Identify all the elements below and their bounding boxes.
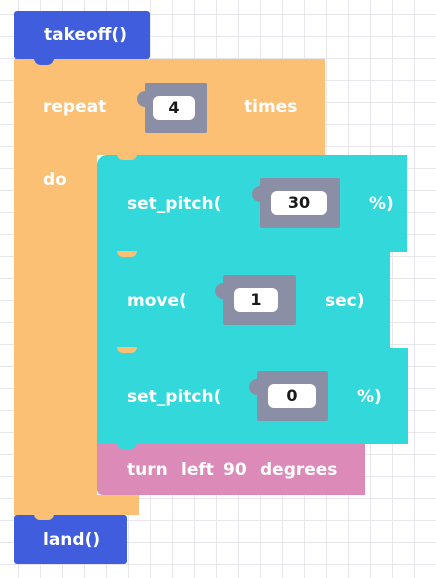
repeat-count-slot: 4 xyxy=(137,83,207,133)
times-label: times xyxy=(244,97,298,117)
repeat-block-arm: do xyxy=(14,155,97,515)
repeat-block[interactable]: repeat 4 times xyxy=(14,59,325,155)
set-pitch-block-2[interactable]: set_pitch( 0 %) xyxy=(97,347,408,450)
land-label: land() xyxy=(43,530,101,550)
turn-unit: degrees xyxy=(260,460,338,480)
repeat-count-field[interactable]: 4 xyxy=(153,96,195,120)
turn-angle[interactable]: 90 xyxy=(223,460,247,480)
land-block[interactable]: land() xyxy=(14,514,127,564)
percent-label-1: %) xyxy=(369,194,394,214)
sec-label: sec) xyxy=(325,291,365,311)
pitch-value-slot-2: 0 xyxy=(249,371,328,421)
percent-label-2: %) xyxy=(357,387,382,407)
pitch-value-field-2[interactable]: 0 xyxy=(268,384,316,408)
turn-word: turn xyxy=(127,460,168,480)
do-label: do xyxy=(43,170,67,190)
repeat-block-foot xyxy=(14,495,139,515)
turn-direction[interactable]: left xyxy=(181,460,214,480)
set-pitch-block-1[interactable]: set_pitch( 30 %) xyxy=(97,154,407,258)
set-pitch-label-1: set_pitch( xyxy=(127,194,222,214)
takeoff-label: takeoff() xyxy=(44,25,127,45)
repeat-label: repeat xyxy=(43,97,107,117)
move-duration-field[interactable]: 1 xyxy=(234,288,278,312)
takeoff-block[interactable]: takeoff() xyxy=(14,11,150,65)
pitch-value-slot-1: 30 xyxy=(252,178,340,228)
move-duration-slot: 1 xyxy=(215,275,296,325)
pitch-value-field-1[interactable]: 30 xyxy=(271,191,327,215)
move-block[interactable]: move( 1 sec) xyxy=(97,251,390,354)
move-label: move( xyxy=(127,291,187,311)
turn-block[interactable]: turn left 90 degrees xyxy=(97,443,365,495)
set-pitch-label-2: set_pitch( xyxy=(127,387,222,407)
